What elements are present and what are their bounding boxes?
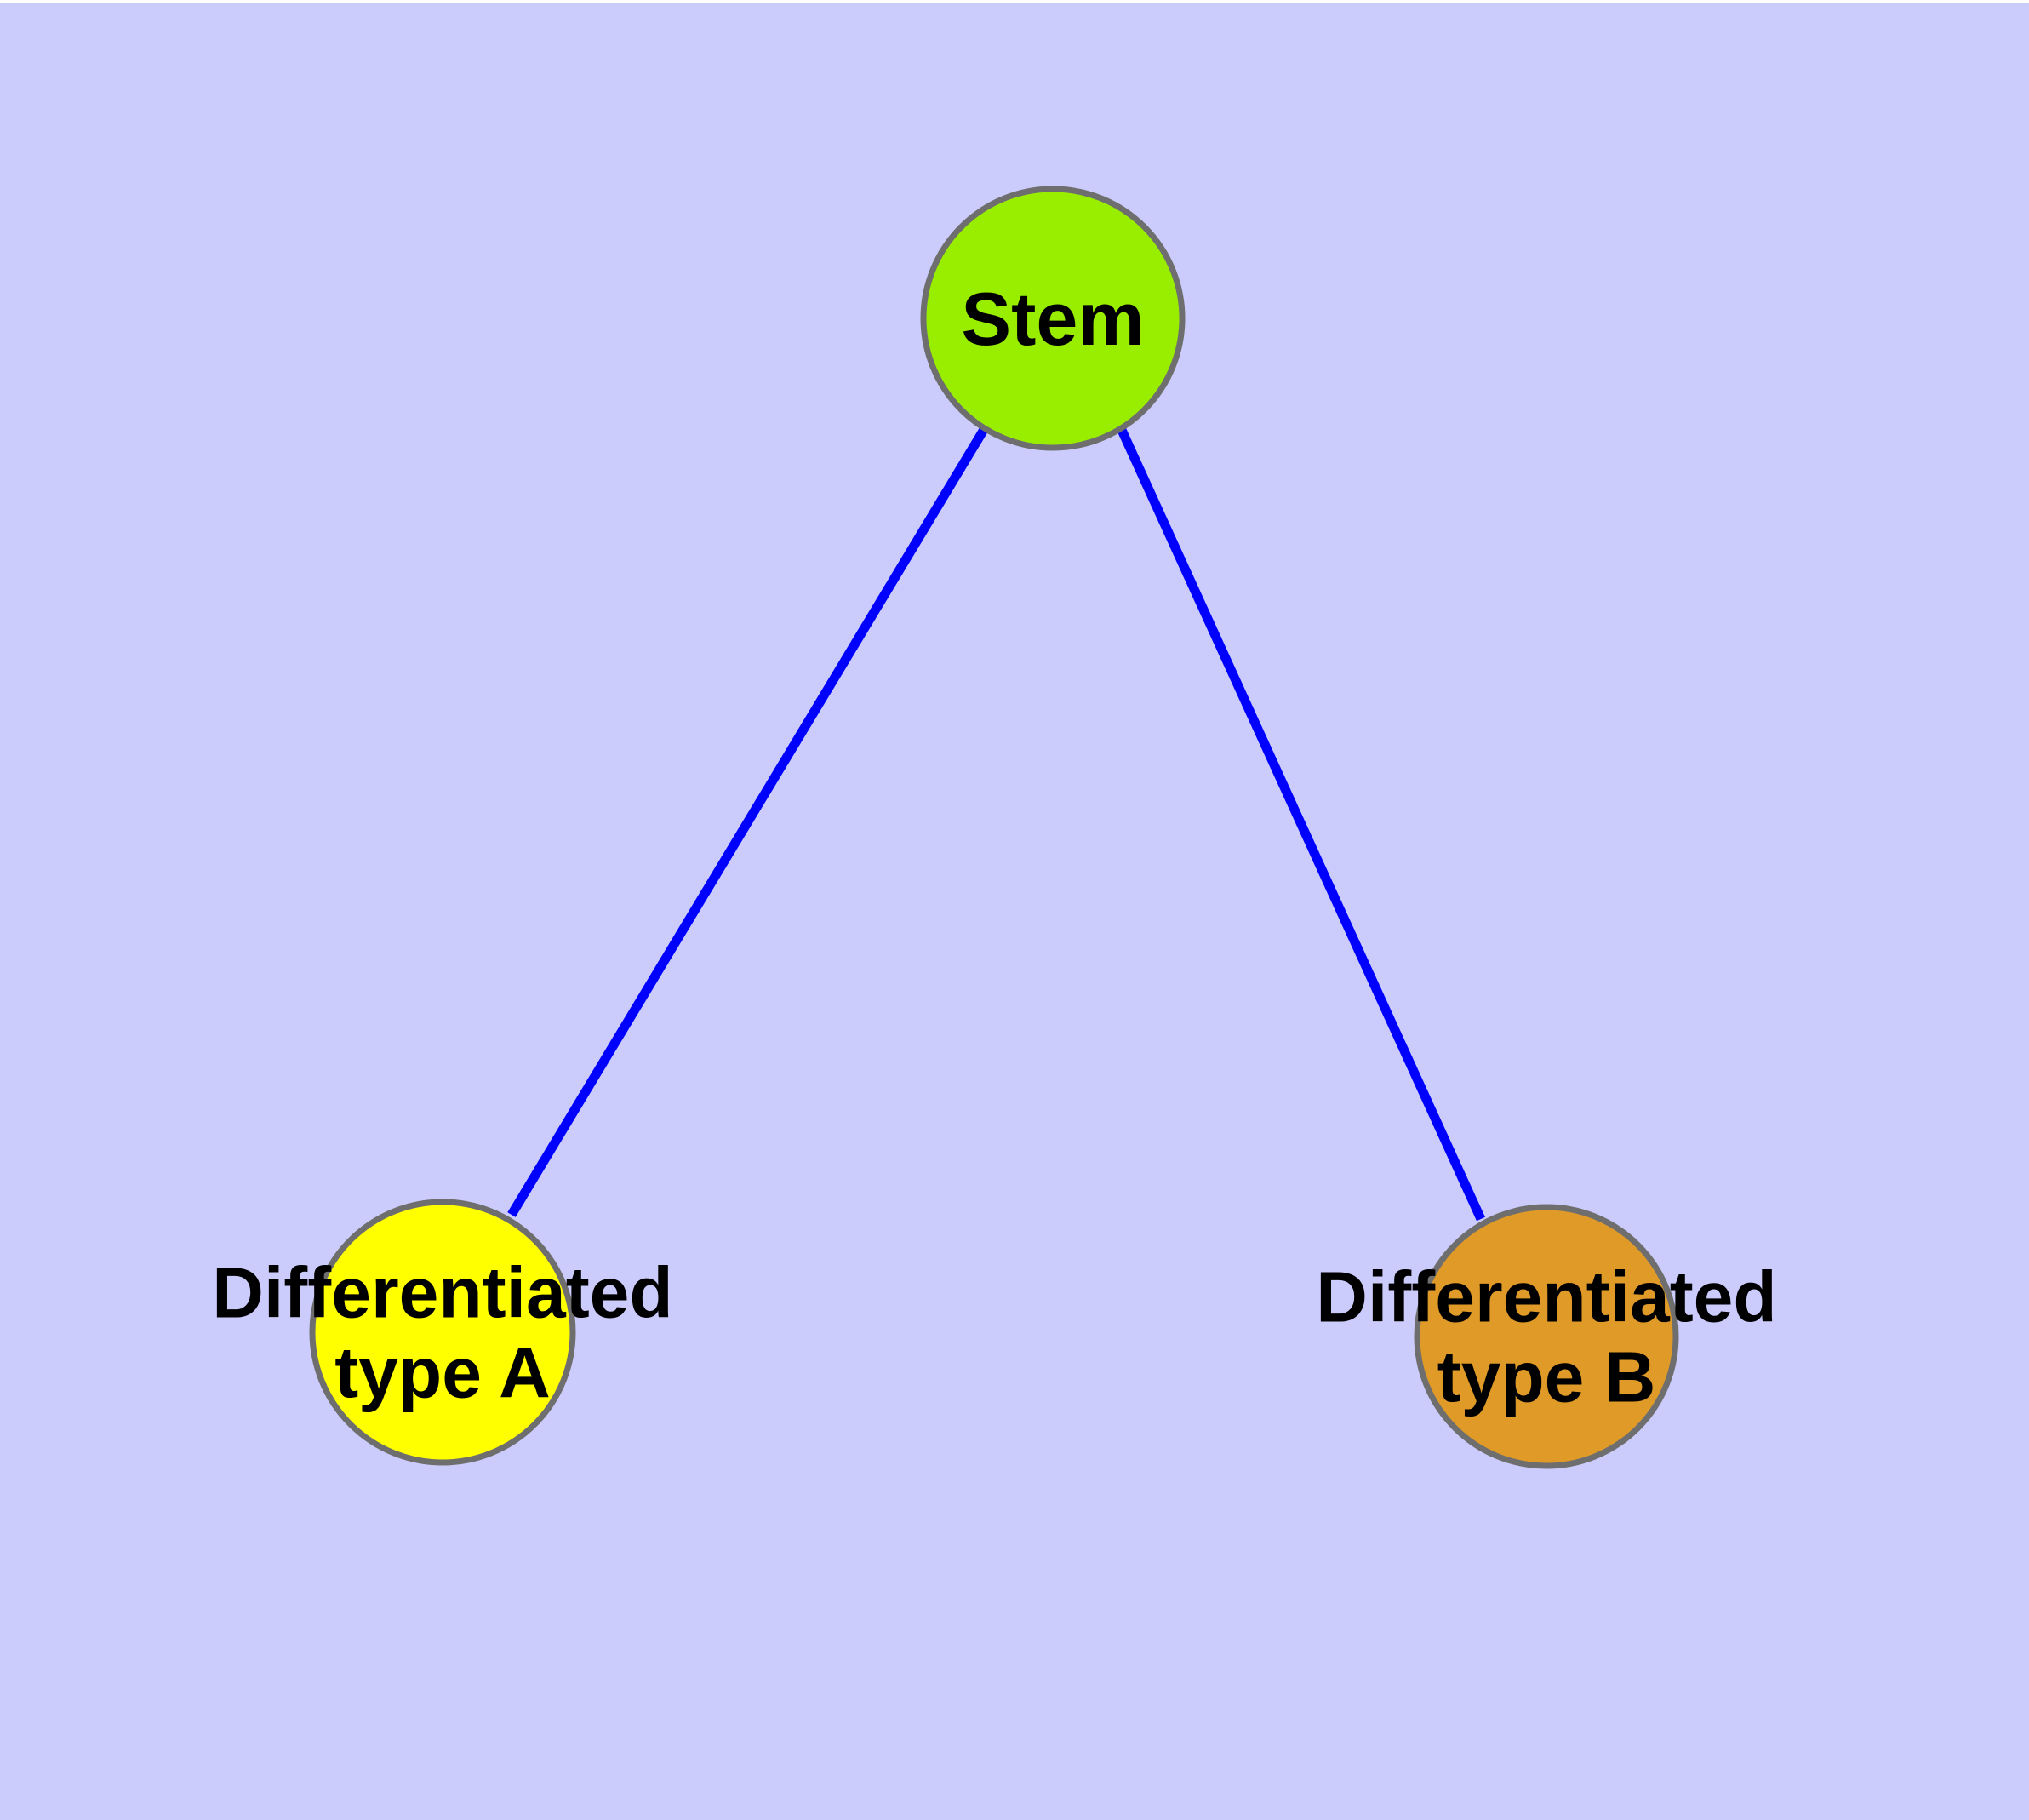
edge-stem-to-differentiated-type-b[interactable] [1116,426,1486,1222]
edge-layer [507,426,1486,1222]
node-stem[interactable] [920,186,1186,451]
node-differentiated-type-a[interactable] [309,1199,576,1466]
node-layer [309,186,1679,1469]
node-differentiated-type-b[interactable] [1414,1204,1679,1469]
edge-stem-to-differentiated-type-a[interactable] [507,426,989,1217]
node-differentiated-type-a-circle[interactable] [309,1199,576,1466]
node-stem-circle[interactable] [920,186,1186,451]
node-differentiated-type-b-circle[interactable] [1414,1204,1679,1469]
node-stem-label: Stem [961,277,1144,361]
